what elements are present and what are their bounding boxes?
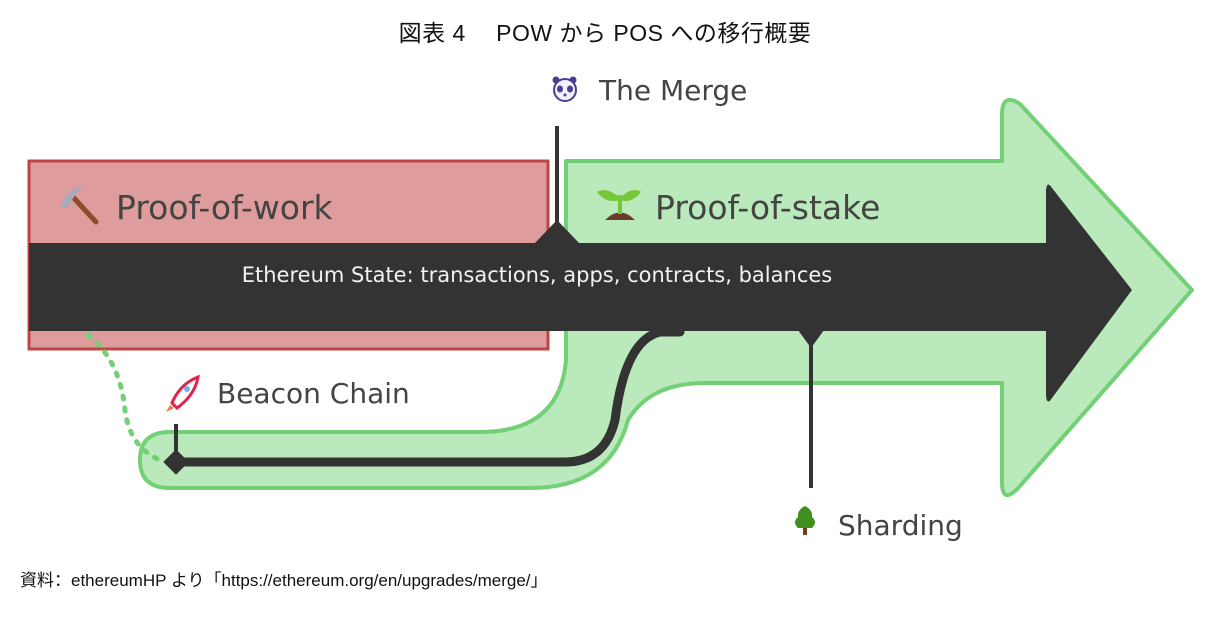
state-arrow — [29, 184, 1132, 402]
sharding-label: Sharding — [838, 509, 963, 542]
source-note: 資料：ethereumHP より「https://ethereum.org/en… — [20, 571, 548, 590]
tree-icon — [795, 506, 815, 535]
pickaxe-icon — [60, 186, 99, 225]
beacon-chain-track — [170, 327, 685, 467]
rocket-icon — [166, 374, 200, 412]
pos-label: Proof-of-stake — [655, 188, 880, 227]
state-label: Ethereum State: transactions, apps, cont… — [242, 263, 832, 287]
figure-title: 図表 4 POW から POS への移行概要 — [398, 20, 812, 46]
beacon-label: Beacon Chain — [217, 377, 410, 410]
pow-label: Proof-of-work — [116, 188, 334, 227]
merge-marker-tip — [534, 220, 580, 244]
seedling-icon — [597, 190, 641, 220]
beacon-marker-diamond — [163, 449, 189, 475]
panda-icon — [552, 76, 577, 102]
merge-label: The Merge — [598, 74, 747, 107]
beacon-link-dotted — [85, 332, 168, 465]
